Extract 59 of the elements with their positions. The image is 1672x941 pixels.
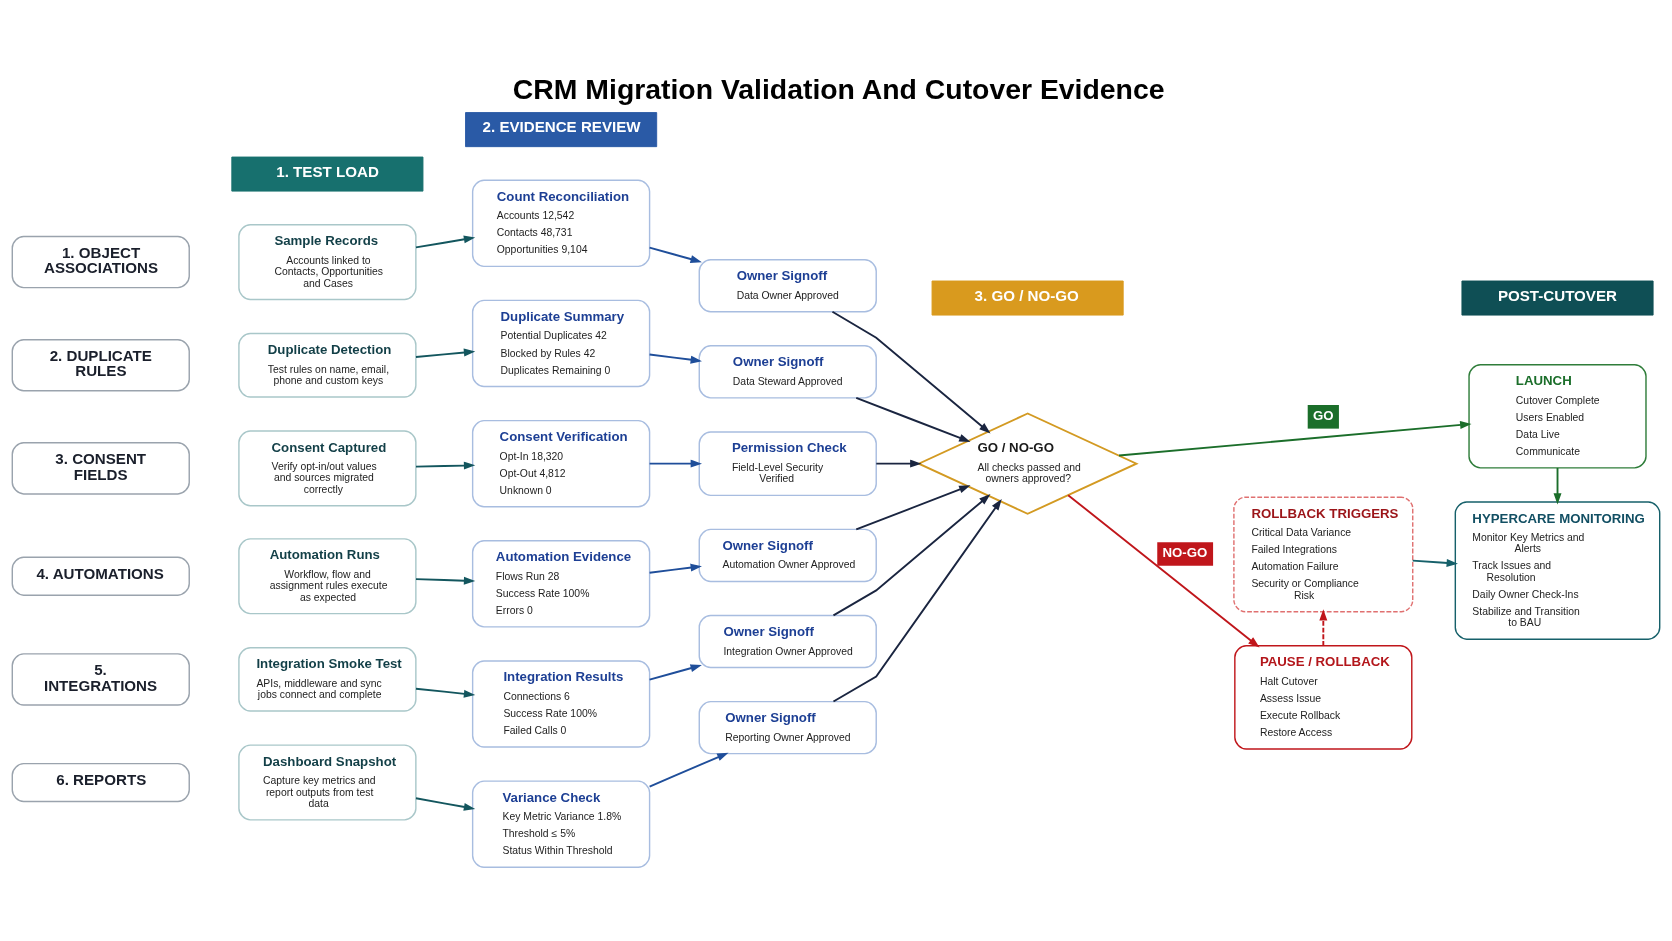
arrow — [415, 461, 476, 470]
arrow — [415, 235, 476, 249]
arrow — [855, 396, 971, 442]
node-box: 5. INTEGRATIONS — [11, 653, 190, 706]
arrow — [415, 687, 476, 698]
node-box: 2. DUPLICATE RULES — [11, 338, 190, 392]
node-diamond: GO / NO-GO All checks passed and owners approved? — [916, 412, 1139, 515]
arrow — [648, 752, 729, 788]
node-box: 3. CONSENT FIELDS — [11, 442, 190, 495]
node-box: Count Reconciliation Accounts 12,542 Contacts 48,731 Opportunities 9,104 — [471, 179, 651, 268]
node-box: 1. TEST LOAD — [231, 156, 424, 192]
node-box: Consent Captured Verify opt-in/out values and sources migrated correctly — [238, 430, 417, 507]
arrow — [1118, 421, 1472, 457]
arrow — [855, 485, 971, 531]
node-box: 4. AUTOMATIONS — [11, 556, 190, 596]
node-box: Integration Results Connections 6 Success Rate 100% Failed Calls 0 — [471, 660, 651, 748]
node-box: Integration Smoke Test APIs, middleware and sync jobs connect and complete — [238, 647, 417, 712]
arrow — [831, 310, 991, 434]
arrow — [648, 563, 702, 574]
node-box: 3. GO / NO-GO — [931, 280, 1124, 316]
node-box: Owner Signoff Reporting Owner Approved — [698, 700, 877, 755]
node-box: ROLLBACK TRIGGERS Critical Data Variance Failed Integrations Automation Failure Security or Compliance Risk — [1233, 496, 1414, 613]
node-box: Variance Check Key Metric Variance 1.8% Threshold ≤ 5% Status Within Threshold — [471, 780, 651, 868]
node-box: Duplicate Summary Potential Duplicates 42 Blocked by Rules 42 Duplicates Remaining 0 — [471, 299, 651, 388]
arrow — [832, 498, 1002, 703]
node-box: Automation Evidence Flows Run 28 Success Rate 100% Errors 0 — [471, 540, 651, 628]
arrow — [648, 664, 702, 681]
node-box: POST-CUTOVER — [1461, 280, 1654, 316]
node-box: Owner Signoff Data Owner Approved — [698, 259, 877, 313]
arrow — [1553, 467, 1562, 505]
arrow — [648, 353, 702, 364]
arrow — [415, 797, 476, 811]
edge-label: GO — [1312, 407, 1334, 423]
node-box: Automation Runs Workflow, flow and assignment rules execute as expected — [238, 538, 417, 615]
arrow — [415, 348, 476, 358]
arrow — [1067, 494, 1260, 648]
arrow — [875, 459, 922, 468]
node-box: 1. OBJECT ASSOCIATIONS — [11, 235, 190, 289]
node-box: Permission Check Field-Level Security Verified — [698, 431, 877, 497]
node-box: 6. REPORTS — [11, 762, 190, 803]
arrow — [648, 459, 702, 468]
arrow — [1411, 558, 1458, 567]
arrow — [648, 246, 702, 263]
node-box: Owner Signoff Integration Owner Approved — [698, 614, 877, 669]
node-box: HYPERCARE MONITORING Monitor Key Metrics and Alerts Track Issues and Resolution Daily Owner Check-Ins Stabilize and Transition to BAU — [1454, 501, 1661, 640]
arrow — [832, 494, 991, 617]
node-box: Owner Signoff Data Steward Approved — [698, 345, 877, 399]
node-box: Duplicate Detection Test rules on name, email, phone and custom keys — [238, 332, 417, 398]
node-box: 2. EVIDENCE REVIEW — [465, 112, 658, 148]
node-box: Consent Verification Opt-In 18,320 Opt-Out 4,812 Unknown 0 — [471, 419, 651, 508]
node-box: Dashboard Snapshot Capture key metrics and report outputs from test data — [238, 744, 417, 821]
edge-label: NO-GO — [1162, 545, 1208, 561]
node-box: PAUSE / ROLLBACK Halt Cutover Assess Issue Execute Rollback Restore Access — [1234, 645, 1413, 750]
node-box: Owner Signoff Automation Owner Approved — [698, 528, 877, 583]
arrow — [1319, 609, 1328, 647]
diagram-title: CRM Migration Validation And Cutover Evidence — [512, 73, 1165, 106]
arrow — [415, 576, 476, 585]
node-box: LAUNCH Cutover Complete Users Enabled Data Live Communicate — [1468, 364, 1647, 469]
node-box: Sample Records Accounts linked to Contacts, Opportunities and Cases — [238, 224, 417, 301]
